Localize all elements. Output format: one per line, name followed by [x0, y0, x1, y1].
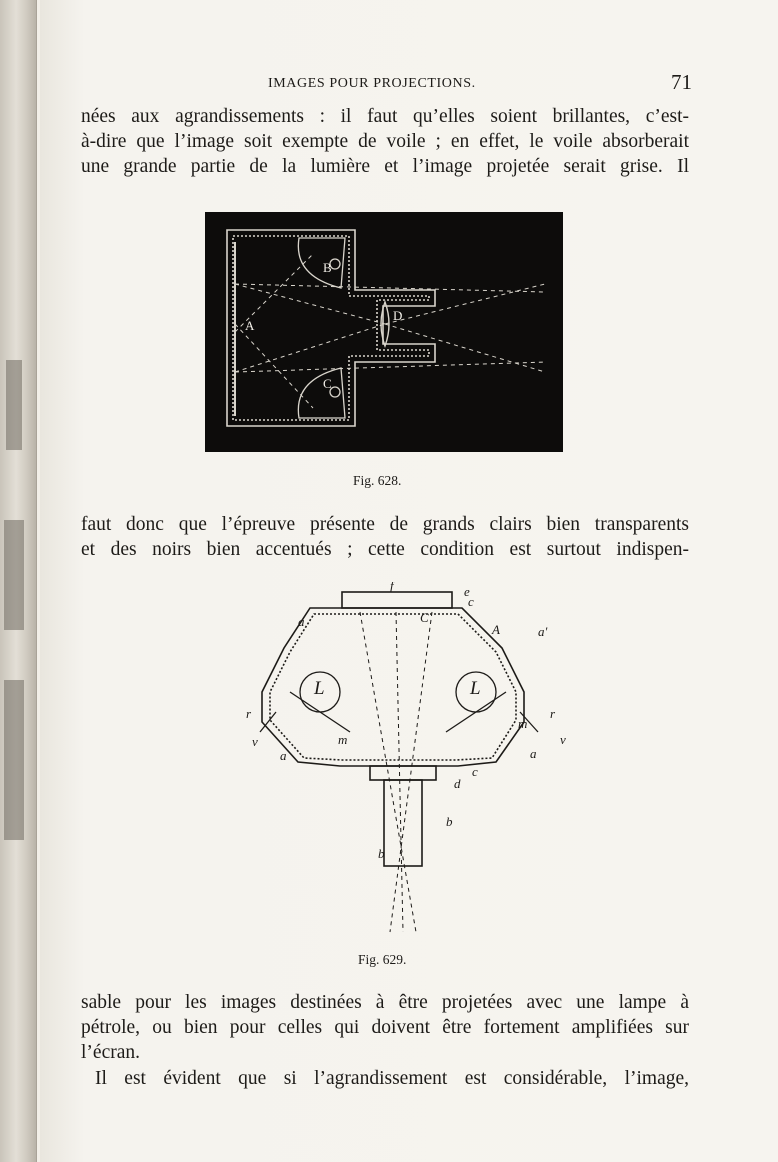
figure-629-label-b-right: b [446, 814, 453, 829]
figure-628-label-A: A [245, 318, 255, 333]
figure-629-diagram: f e c C A a a' L L m m r r v v a a c d b… [246, 582, 566, 933]
figure-629-label-b-left: b [378, 846, 385, 861]
figure-629-label-r-right: r [550, 706, 556, 721]
figure-628-plate [205, 212, 563, 452]
book-gutter [0, 0, 37, 1162]
text-line: Il est évident que si l’agrandissement e… [95, 1068, 689, 1089]
paragraph-4: Il est évident que si l’agrandissement e… [81, 1066, 689, 1091]
figure-628-caption: Fig. 628. [353, 473, 402, 488]
figure-629-label-c-bottom: c [472, 764, 478, 779]
figure-629-label-C: C [420, 610, 429, 625]
figure-629-label-a-tr: a' [538, 624, 548, 639]
text-line: faut donc que l’épreuve présente de gran… [81, 514, 689, 535]
figure-629-label-e: e [464, 584, 470, 599]
figure-629-label-v-right: v [560, 732, 566, 747]
figure-628-label-D: D [393, 308, 402, 323]
figure-629-caption: Fig. 629. [358, 952, 407, 967]
text-line: nées aux agrandissements : il faut qu’el… [81, 106, 689, 127]
page-number: 71 [671, 70, 692, 94]
figure-629-label-f: f [390, 582, 396, 593]
figure-629-label-A: A [491, 622, 500, 637]
figure-629-label-c-top: c [468, 594, 474, 609]
paragraph-3: sable pour les images destinées à être p… [81, 990, 689, 1065]
figure-629-label-m-right: m [518, 716, 527, 731]
figure-628-label-B: B [323, 260, 332, 275]
figure-628-lens-D [380, 299, 390, 349]
page-header: IMAGES POUR PROJECTIONS. 71 [40, 70, 778, 96]
figure-628-housing [226, 229, 436, 427]
figure-628-diagram: A B C D [205, 212, 563, 452]
book-page: IMAGES POUR PROJECTIONS. 71 nées aux agr… [40, 0, 778, 1162]
figure-628-reflectors [297, 237, 346, 419]
figure-629-label-r-left: r [246, 706, 252, 721]
text-line: une grande partie de la lumière et l’ima… [81, 156, 689, 177]
figure-629-housing [261, 591, 525, 867]
figure-629-label-d: d [454, 776, 461, 791]
gutter-shadow-mark [4, 520, 24, 630]
figure-629-label-a-bl: a [280, 748, 287, 763]
gutter-shadow-mark [6, 360, 22, 450]
paragraph-1: nées aux agrandissements : il faut qu’el… [81, 104, 689, 179]
paragraph-2: faut donc que l’épreuve présente de gran… [81, 512, 689, 562]
text-line: et des noirs bien accentués ; cette cond… [81, 539, 689, 560]
figure-629-label-L-left: L [313, 678, 325, 699]
text-line: sable pour les images destinées à être p… [81, 992, 689, 1013]
figure-629-label-m-left: m [338, 732, 347, 747]
figure-629-lamps [259, 671, 539, 733]
text-line: à-dire que l’image soit exempte de voile… [81, 131, 689, 152]
text-line: pétrole, ou bien pour celles qui doivent… [81, 1017, 689, 1038]
figure-629-label-v-left: v [252, 734, 258, 749]
running-head: IMAGES POUR PROJECTIONS. [268, 76, 476, 91]
gutter-shadow-mark [4, 680, 24, 840]
figure-628-rays [234, 253, 546, 409]
figure-628-label-C: C [323, 376, 332, 391]
figure-629-rays [359, 611, 433, 933]
text-line: l’écran. [81, 1042, 140, 1063]
figure-629-label-L-right: L [469, 678, 481, 699]
figure-629-label-a-tl: a [298, 614, 305, 629]
figure-629-label-a-br: a [530, 746, 537, 761]
